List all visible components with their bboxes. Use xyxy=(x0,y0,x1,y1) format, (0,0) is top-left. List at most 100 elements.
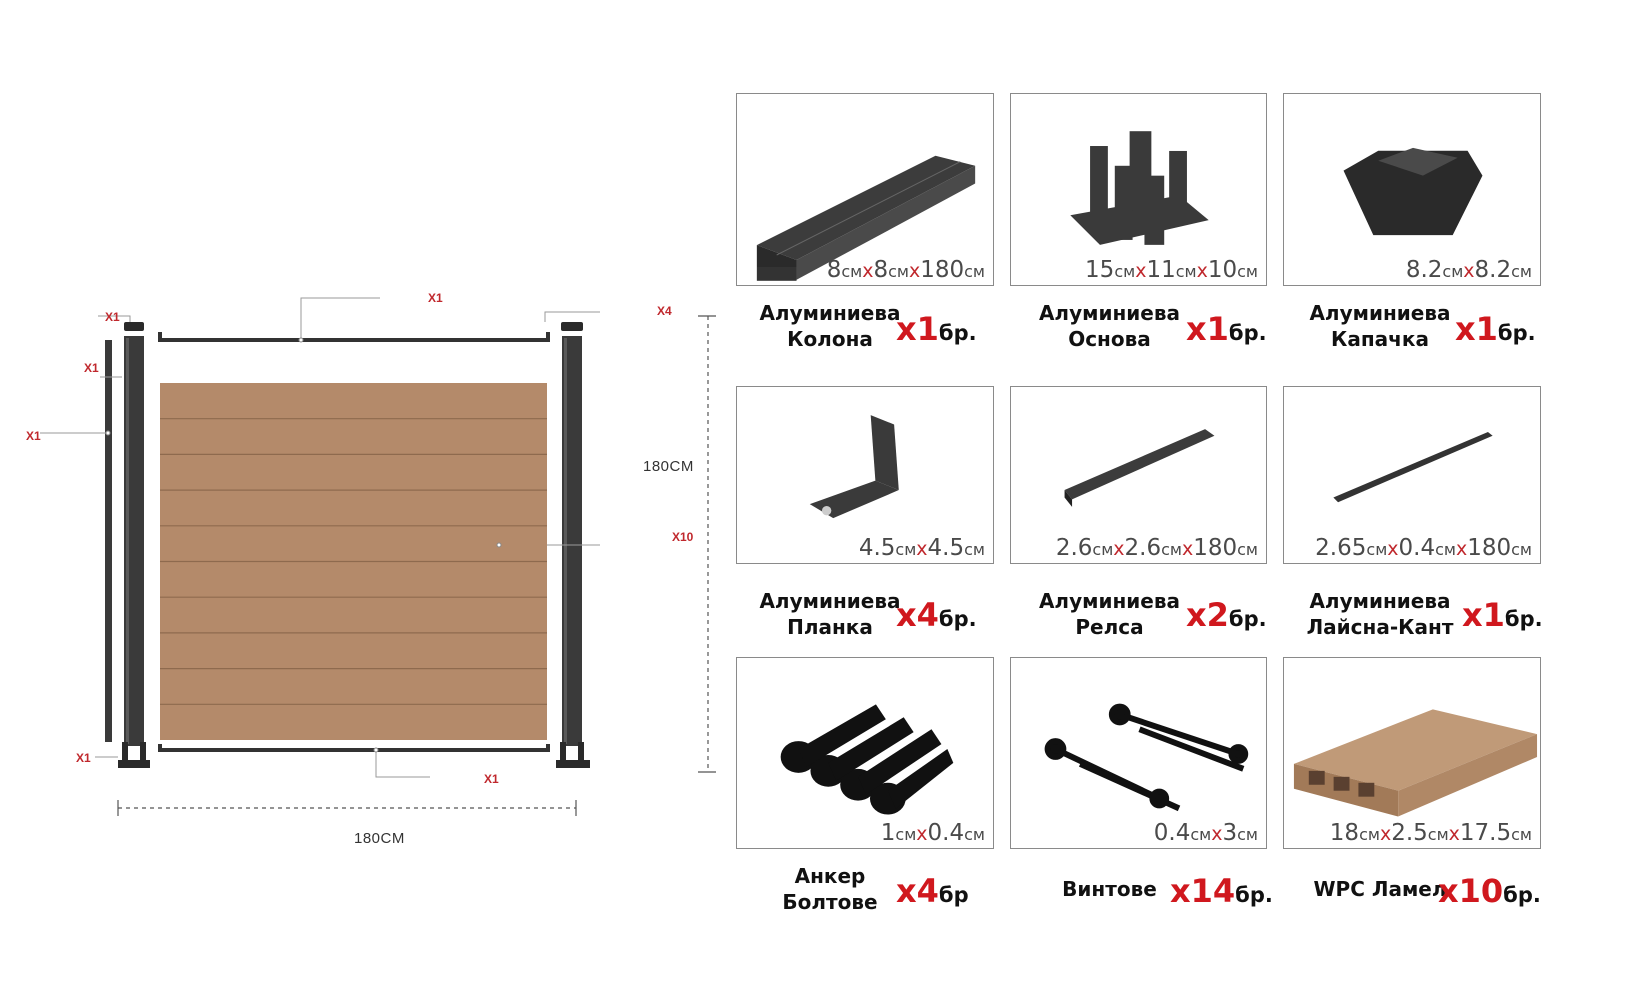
size-unit: см xyxy=(1190,825,1212,844)
size-value: 4.5 xyxy=(858,535,896,561)
size-unit: см xyxy=(1092,540,1114,559)
size-separator: x xyxy=(1113,538,1125,560)
size-separator: x xyxy=(908,260,921,282)
product-tile: 2.6смx2.6смx180см xyxy=(1010,386,1267,564)
marker-top-rail: X1 xyxy=(428,291,443,305)
size-value: 17.5 xyxy=(1459,820,1512,846)
product-name-line1: WPC Ламел xyxy=(1313,877,1447,901)
size-unit: см xyxy=(1237,825,1258,844)
size-value: 2.5 xyxy=(1391,820,1428,846)
product-name-line1: Алуминиева xyxy=(1309,589,1451,613)
size-separator: x xyxy=(1387,538,1399,560)
size-value: 1 xyxy=(880,820,896,846)
quantity-multiplier: x xyxy=(896,596,917,634)
product-tile: 0.4смx3см xyxy=(1010,657,1267,849)
marker-bottom-rail: X1 xyxy=(484,772,499,786)
size-value: 2.65 xyxy=(1315,535,1367,561)
size-unit: см xyxy=(1359,825,1380,844)
product-name-line2: Лайсна-Кант xyxy=(1306,615,1454,639)
quantity-unit: бр. xyxy=(938,321,977,345)
quantity-multiplier: x xyxy=(1438,872,1459,910)
product-quantity: x1бр. xyxy=(1455,310,1536,348)
quantity-count: 1 xyxy=(916,310,939,348)
product-quantity: x1бр. xyxy=(1462,596,1543,634)
size-value: 180 xyxy=(920,257,965,283)
size-unit: см xyxy=(888,262,909,281)
wpc-boards xyxy=(160,383,547,740)
product-size: 18смx2.5смx17.5см xyxy=(1330,820,1532,846)
size-separator: x xyxy=(916,538,928,560)
right-post-cap xyxy=(561,322,583,331)
product-name: Винтове xyxy=(1027,876,1192,902)
quantity-unit: бр xyxy=(938,883,969,907)
size-unit: см xyxy=(1366,540,1388,559)
edge-strip-icon xyxy=(1333,431,1493,503)
marker-left-post: X1 xyxy=(84,361,99,375)
bottom-rail xyxy=(158,744,550,752)
size-value: 8 xyxy=(873,257,889,283)
product-name-line1: Винтове xyxy=(1062,877,1157,901)
product-name-line2: Болтове xyxy=(782,890,878,914)
size-value: 18 xyxy=(1329,820,1360,846)
width-label: 180CM xyxy=(354,830,405,847)
rail-icon xyxy=(1064,429,1215,507)
size-value: 3 xyxy=(1222,820,1238,846)
quantity-unit: бр. xyxy=(1503,883,1541,907)
quantity-count: 4 xyxy=(916,596,939,634)
aluminium-post-icon xyxy=(756,155,976,281)
top-rail xyxy=(158,332,550,342)
size-separator: x xyxy=(916,823,928,845)
size-separator: x xyxy=(862,260,874,282)
size-separator: x xyxy=(1135,260,1147,282)
product-tile: 8.2смx8.2см xyxy=(1283,93,1541,286)
product-name-line2: Колона xyxy=(787,327,873,351)
size-separator: x xyxy=(1448,823,1460,845)
product-size: 2.6смx2.6смx180см xyxy=(1056,535,1258,561)
left-post-cap xyxy=(124,322,144,331)
product-quantity: x14бр. xyxy=(1170,872,1273,910)
size-value: 180 xyxy=(1193,535,1238,561)
quantity-unit: бр. xyxy=(938,607,977,631)
quantity-unit: бр. xyxy=(1504,607,1543,631)
product-tile: 8смx8смx180см xyxy=(736,93,994,286)
marker-caps: X4 xyxy=(657,304,672,318)
size-unit: см xyxy=(964,825,985,844)
size-value: 2.6 xyxy=(1124,535,1162,561)
product-tile: 2.65смx0.4смx180см xyxy=(1283,386,1541,564)
product-quantity: x2бр. xyxy=(1186,596,1267,634)
size-value: 0.4 xyxy=(1398,535,1436,561)
marker-left-strip: X1 xyxy=(26,429,41,443)
size-separator: x xyxy=(1196,260,1208,282)
product-size: 8.2смx8.2см xyxy=(1406,257,1532,283)
product-name-line2: Основа xyxy=(1068,327,1151,351)
product-name-line1: Алуминиева xyxy=(1309,301,1451,325)
product-name-line1: Алуминиева xyxy=(1038,301,1181,325)
quantity-multiplier: x xyxy=(896,310,917,348)
size-value: 2.6 xyxy=(1055,535,1093,561)
size-value: 4.5 xyxy=(927,535,965,561)
product-name-line1: Анкер xyxy=(794,864,866,888)
quantity-count: 14 xyxy=(1190,872,1236,910)
quantity-unit: бр. xyxy=(1235,883,1273,907)
quantity-multiplier: x xyxy=(1186,596,1207,634)
size-separator: x xyxy=(1181,538,1194,560)
quantity-multiplier: x xyxy=(1186,310,1207,348)
size-unit: см xyxy=(1511,540,1532,559)
marker-boards: X10 xyxy=(672,530,694,544)
product-quantity: x1бр. xyxy=(896,310,977,348)
marker-left-cap: X1 xyxy=(105,310,120,324)
size-value: 180 xyxy=(1467,535,1512,561)
wpc-board-icon xyxy=(1293,709,1538,817)
size-unit: см xyxy=(1511,262,1532,281)
size-unit: см xyxy=(1435,540,1456,559)
size-separator: x xyxy=(1455,538,1468,560)
angle-bracket-icon xyxy=(809,415,899,519)
width-dimension-line xyxy=(117,800,577,816)
product-tile: 4.5смx4.5см xyxy=(736,386,994,564)
product-size: 2.65смx0.4смx180см xyxy=(1315,535,1532,561)
quantity-unit: бр. xyxy=(1228,607,1267,631)
